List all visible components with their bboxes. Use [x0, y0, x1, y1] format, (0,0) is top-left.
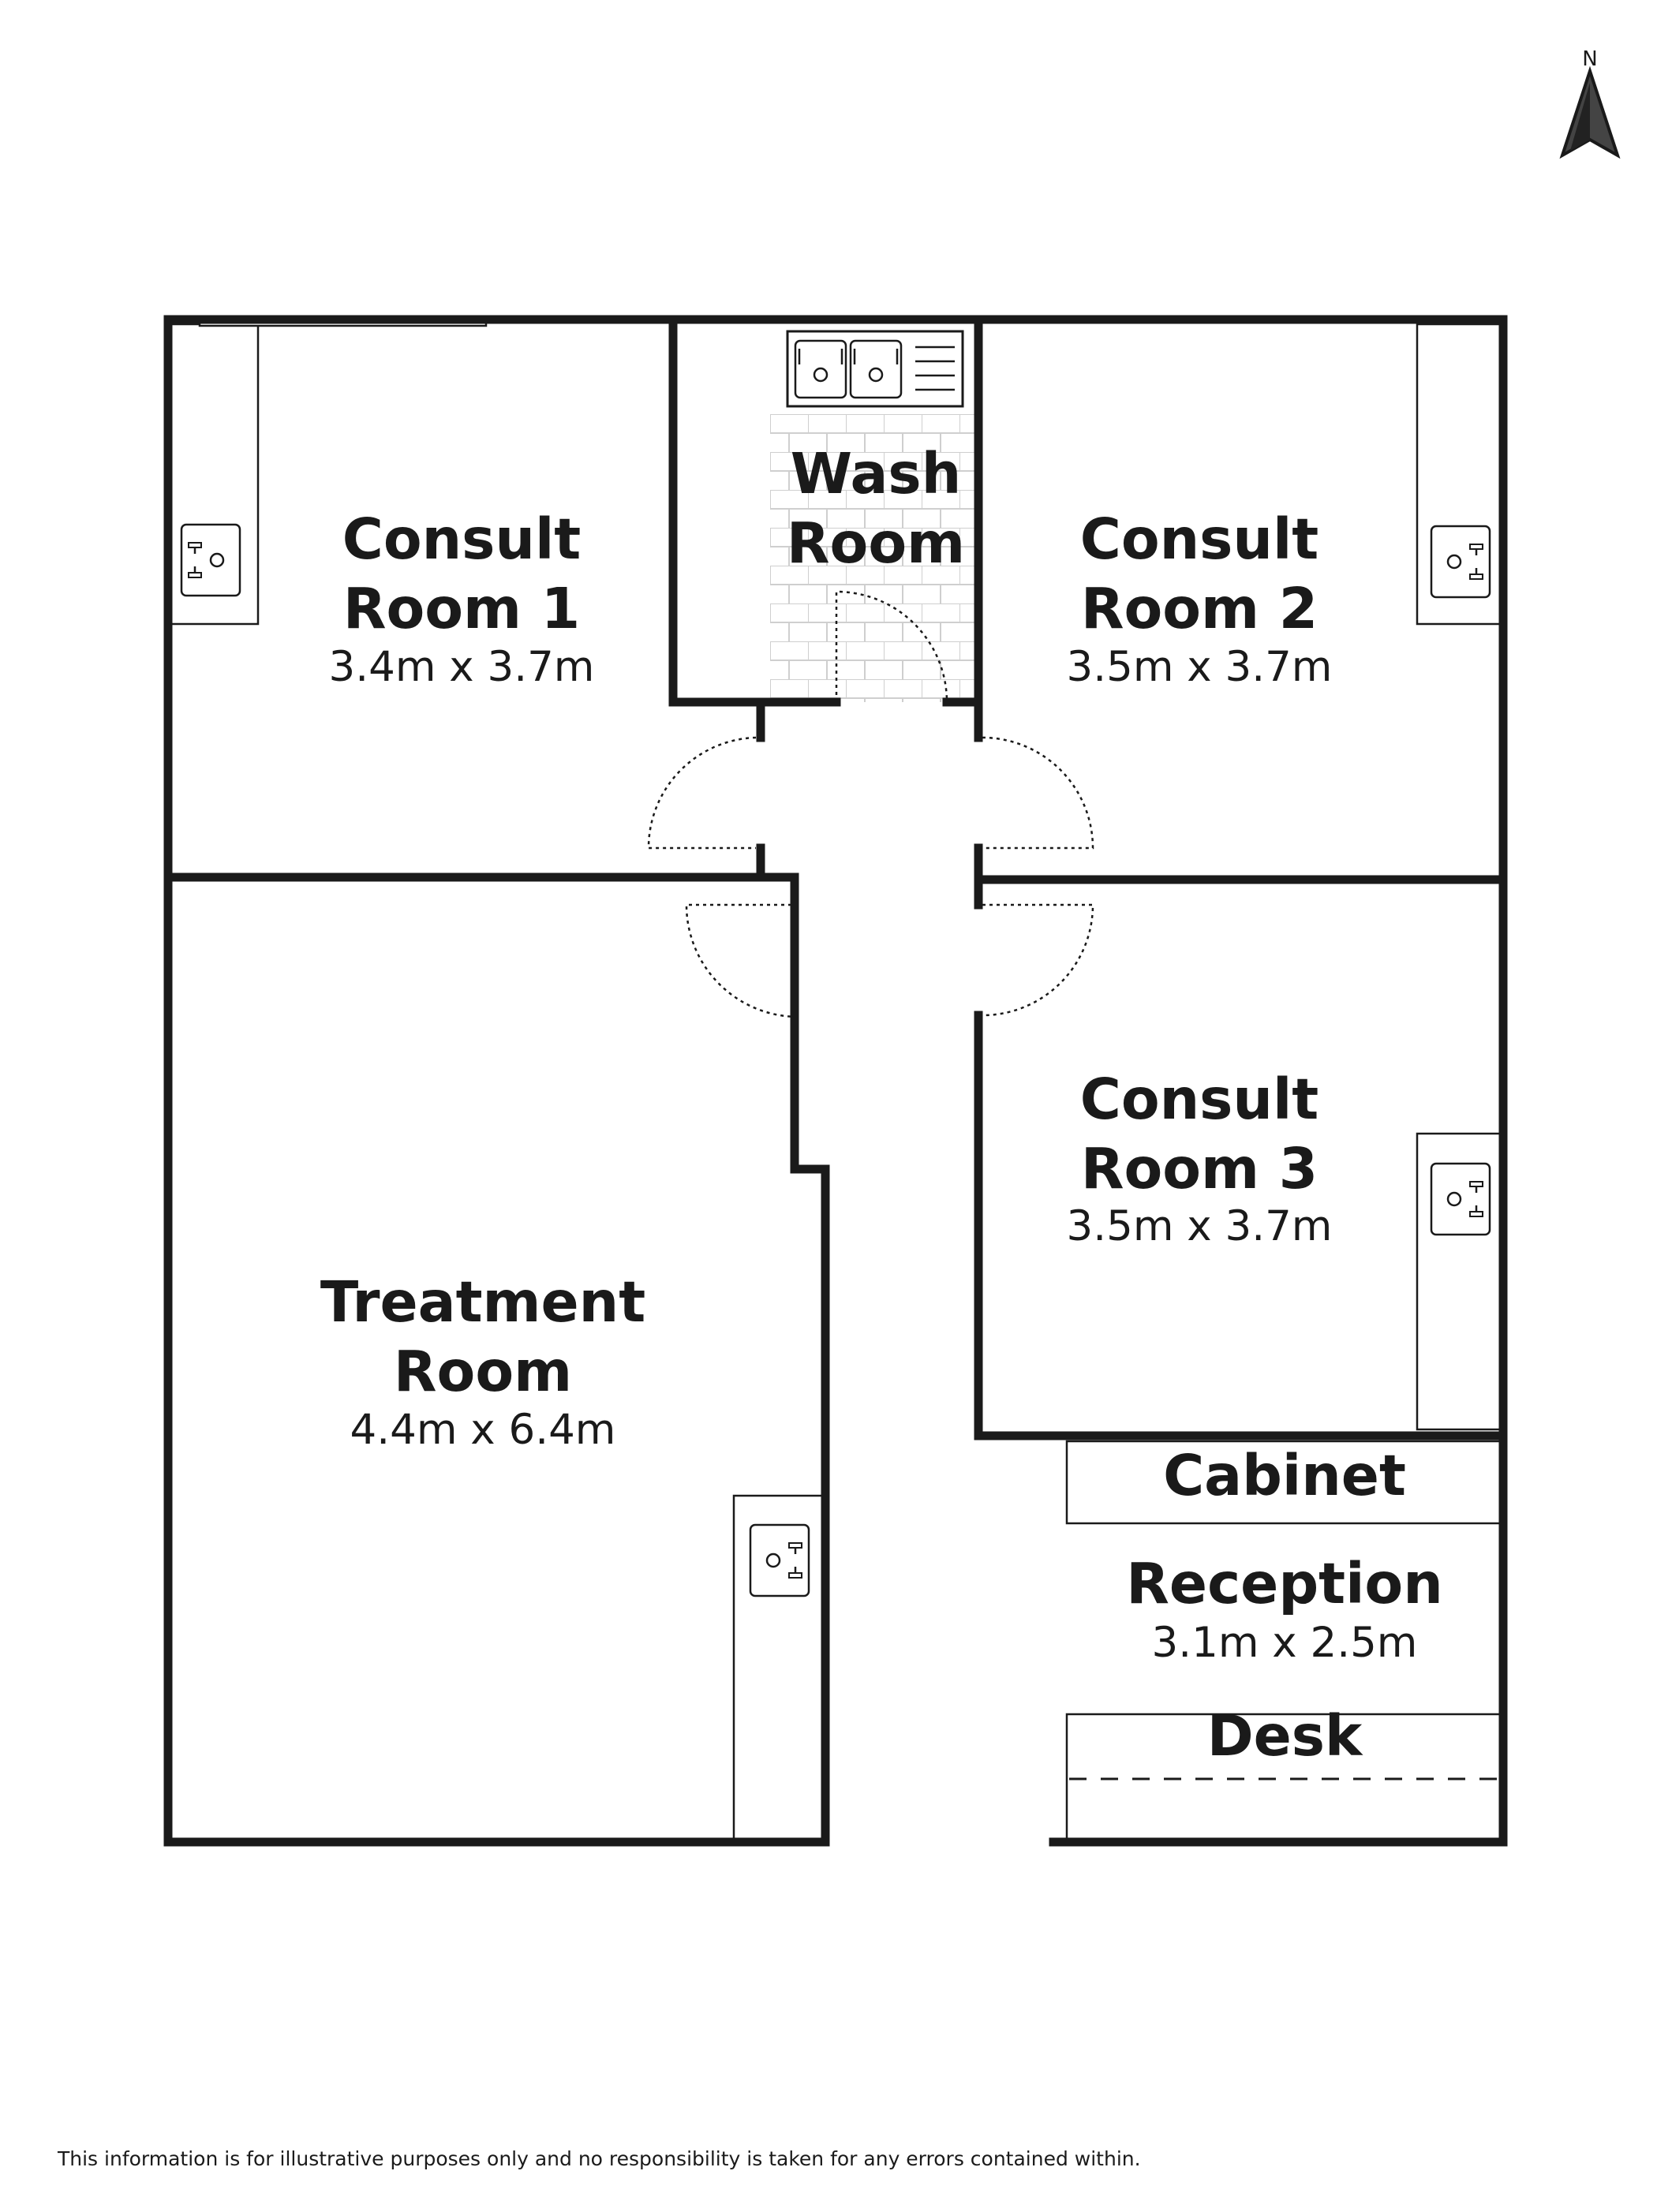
washroom-left-wall — [668, 315, 841, 707]
door-consult1 — [647, 736, 757, 850]
room-consult2: Consult Room 2 3.5m x 3.7m — [1067, 506, 1333, 691]
room-name: Consult — [342, 506, 582, 572]
room-name: Consult — [1080, 1067, 1319, 1132]
walls — [163, 315, 1508, 1847]
room-name: Room — [394, 1339, 572, 1404]
compass-label: N — [1582, 47, 1597, 71]
desk-label: Desk — [1207, 1703, 1363, 1769]
room-name: Room 1 — [343, 576, 580, 641]
door-treatment — [685, 903, 799, 1018]
room-name: Reception — [1126, 1551, 1443, 1616]
disclaimer-text: This information is for illustrative pur… — [58, 2147, 1141, 2170]
door-washroom — [835, 590, 948, 703]
door-consult3 — [982, 903, 1094, 1017]
room-reception: Reception 3.1m x 2.5m — [1126, 1551, 1443, 1667]
basin-consult1-icon — [180, 523, 241, 597]
room-name: Room — [787, 510, 965, 576]
room-dimensions: 4.4m x 6.4m — [350, 1406, 616, 1454]
room-consult1: Consult Room 1 3.4m x 3.7m — [329, 506, 595, 691]
basin-treatment-icon — [749, 1523, 810, 1597]
treatment-wall — [163, 315, 830, 1847]
basin-consult2-icon — [1430, 525, 1491, 599]
room-name: Room 2 — [1081, 576, 1318, 641]
consult3-wall — [974, 1011, 1508, 1440]
room-dimensions: 3.5m x 3.7m — [1067, 1202, 1333, 1250]
outer-wall-right — [163, 315, 1508, 1847]
room-dimensions: 3.4m x 3.7m — [329, 643, 595, 691]
room-name: Wash — [791, 441, 962, 506]
basin-consult3-icon — [1430, 1162, 1491, 1236]
room-consult3: Consult Room 3 3.5m x 3.7m — [1067, 1067, 1333, 1250]
room-treatment: Treatment Room 4.4m x 6.4m — [320, 1269, 645, 1454]
compass-icon: N — [1559, 47, 1621, 159]
cabinet-label: Cabinet — [1163, 1443, 1406, 1508]
room-dimensions: 3.1m x 2.5m — [1152, 1619, 1418, 1667]
room-dimensions: 3.5m x 3.7m — [1067, 643, 1333, 691]
room-name: Consult — [1080, 506, 1319, 572]
room-washroom: Wash Room — [787, 441, 965, 576]
door-consult2 — [982, 736, 1094, 850]
sink-unit-icon — [786, 330, 964, 408]
room-name: Treatment — [320, 1269, 645, 1335]
room-name: Room 3 — [1081, 1136, 1318, 1201]
washroom-tiled-floor — [770, 414, 975, 702]
